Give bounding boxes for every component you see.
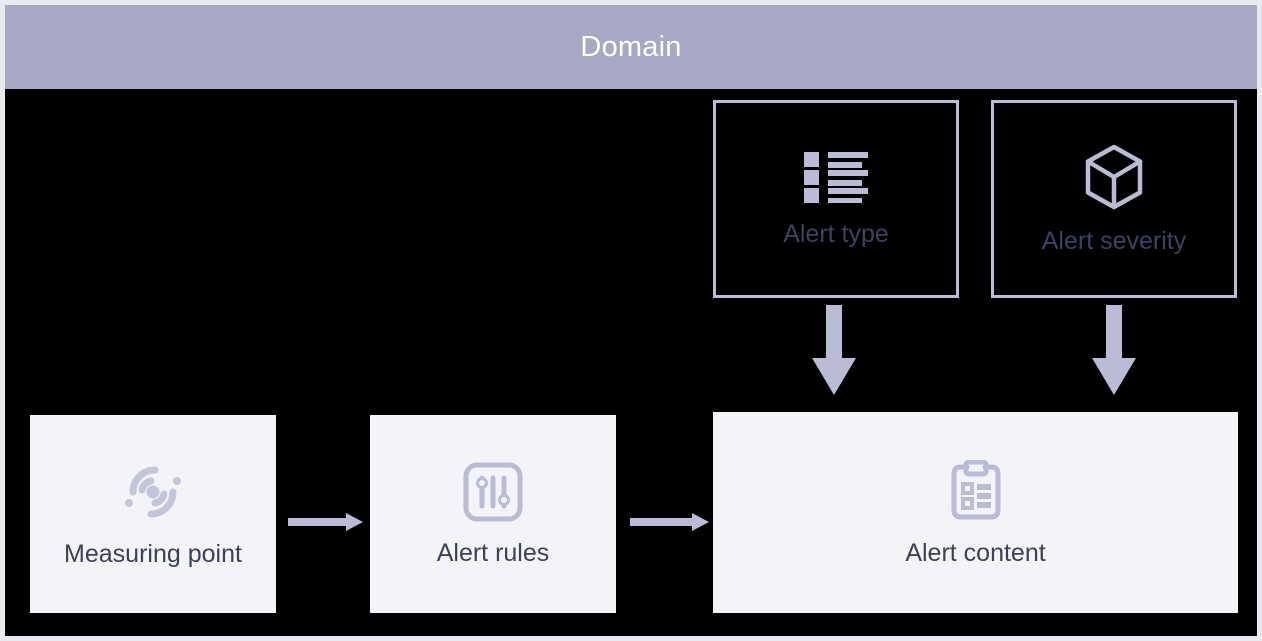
list-icon [804,151,868,208]
node-alert-severity[interactable]: Alert severity [991,100,1237,298]
node-alert-type-label: Alert type [783,220,889,248]
node-alert-type[interactable]: Alert type [713,100,959,298]
clipboard-icon [949,459,1003,527]
node-alert-severity-label: Alert severity [1041,227,1187,255]
sliders-icon [463,462,523,527]
page-title: Domain [580,30,682,63]
domain-header: Domain [5,5,1257,89]
node-alert-content-label: Alert content [905,538,1046,567]
arrow-right-measuring-point-to-alert-rules [288,512,364,537]
node-measuring-point-label: Measuring point [64,540,242,568]
node-measuring-point[interactable]: Measuring point [30,415,276,613]
signal-icon [121,461,185,528]
node-alert-content[interactable]: Alert content [713,412,1238,613]
arrow-down-alert-severity-to-alert-content [1090,305,1138,402]
node-alert-rules-label: Alert rules [436,539,550,567]
cube-icon [1083,144,1145,215]
arrow-down-alert-type-to-alert-content [810,305,858,402]
arrow-right-alert-rules-to-alert-content [630,512,710,537]
node-alert-rules[interactable]: Alert rules [370,415,616,613]
